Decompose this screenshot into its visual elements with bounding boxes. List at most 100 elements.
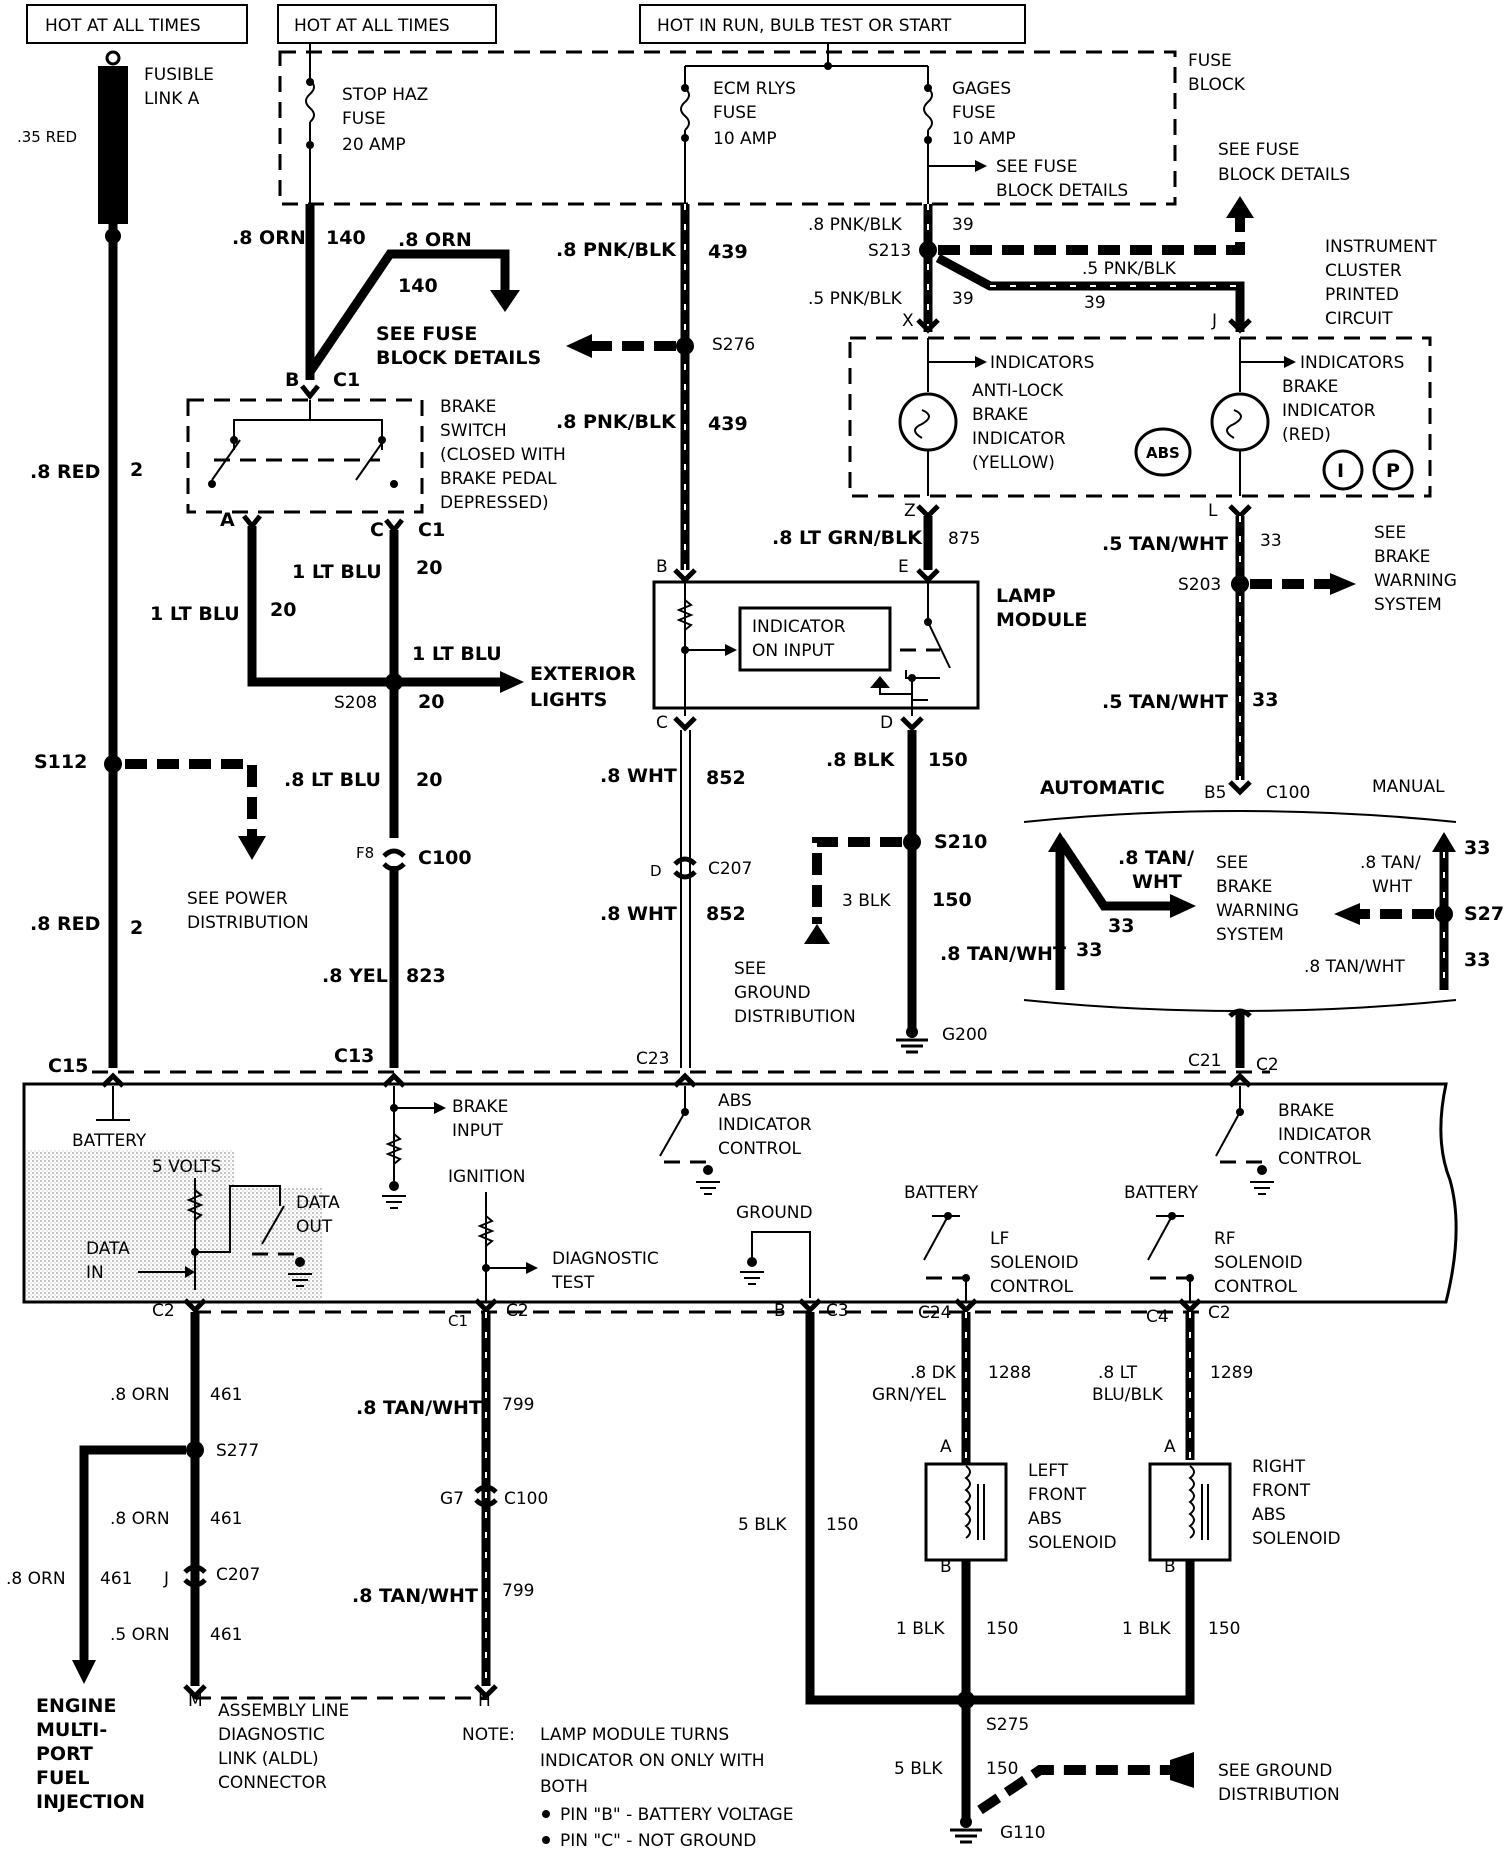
wire-150a-color: .8 BLK [826, 749, 896, 771]
conn-sb1: B [940, 1557, 952, 1577]
rsol-label-1: RIGHT [1252, 1457, 1306, 1477]
see-fuse-left-2: BLOCK DETAILS [376, 347, 541, 369]
ebcm-bic-label-3: CONTROL [1278, 1149, 1362, 1169]
conn-lamp-e: E [898, 557, 909, 577]
ebcm-ground-icon-1 [288, 1257, 312, 1287]
see-bws2-label-1: SEE [1216, 853, 1248, 873]
gages-fuse-icon [923, 87, 933, 131]
conn-c15: C15 [48, 1055, 88, 1077]
wire-852a-color: .8 WHT [600, 765, 677, 787]
brake-switch-internal-2 [310, 419, 383, 450]
ebcm-ground-icon-3 [696, 1165, 720, 1195]
ebcm-ground-icon-5 [1250, 1165, 1274, 1195]
wire-1288-color-2: GRN/YEL [872, 1385, 947, 1405]
note-bullet-1 [542, 1810, 550, 1818]
wire-1288-color-1: .8 DK [910, 1363, 957, 1383]
exterior-label-2: LIGHTS [530, 689, 607, 711]
splice-s210-label: S210 [934, 831, 987, 853]
see-ground1-label-3: DISTRIBUTION [734, 1007, 856, 1027]
brake-ind-label-3: (RED) [1282, 425, 1331, 445]
wire-39b-num: 39 [952, 289, 974, 309]
ebcm-lf-switch [923, 1215, 949, 1261]
gages-label-1: GAGES [952, 79, 1011, 99]
abs-bulb-icon [898, 392, 958, 452]
ground-g200-label: G200 [942, 1025, 988, 1045]
wire-20d-num: 20 [416, 769, 442, 791]
connector-c1-top [300, 384, 320, 401]
brake-ind-label-2: INDICATOR [1282, 401, 1376, 421]
ebcm-din-label-1: DATA [86, 1239, 130, 1259]
wire-461c-color: .8 ORN [6, 1569, 66, 1589]
wire-461b-color: .8 ORN [110, 1509, 170, 1529]
connector-c207-d [673, 856, 697, 880]
conn-lamp-c: C [656, 713, 668, 733]
engine-label-4: FUEL [36, 1767, 90, 1789]
note-line-3: BOTH [540, 1777, 588, 1797]
conn-x: X [902, 311, 914, 331]
aldl-label-2: DIAGNOSTIC [218, 1725, 325, 1745]
ebcm-dout-label-1: DATA [296, 1193, 340, 1213]
aldl-label-3: LINK (ALDL) [218, 1749, 319, 1769]
hot-box-3 [639, 4, 1026, 44]
wire-red2a-num: 2 [130, 459, 143, 481]
wire-red2b-num: 2 [130, 917, 143, 939]
conn-bb: B [774, 1301, 786, 1321]
abs-ind-label-2: BRAKE [972, 405, 1028, 425]
engine-label-3: PORT [36, 1743, 93, 1765]
left-front-abs-solenoid [924, 1462, 1008, 1562]
trans-manual-label: MANUAL [1372, 777, 1445, 797]
ebcm-rf-label-3: CONTROL [1214, 1277, 1298, 1297]
arrow-right-icon [500, 671, 524, 693]
s210-branch [812, 837, 902, 924]
hot-label-3: HOT IN RUN, BULB TEST OR START [657, 16, 952, 36]
ebcm-absc-label-3: CONTROL [718, 1139, 802, 1159]
ebcm-dout-label-2: OUT [296, 1217, 333, 1237]
wire-439a-color: .8 PNK/BLK [556, 239, 677, 261]
wire-33e-num: 33 [1464, 837, 1490, 859]
wire-823-num: 823 [406, 965, 446, 987]
fuse-see-2: BLOCK DETAILS [996, 181, 1128, 201]
see-bws2-label-3: WARNING [1216, 901, 1299, 921]
conn-c2c: C2 [506, 1301, 529, 1321]
conn-c4: C4 [1146, 1307, 1169, 1327]
conn-g7: G7 [440, 1489, 464, 1509]
see-power-label-2: DISTRIBUTION [187, 913, 309, 933]
fusible-link-a [98, 66, 128, 224]
lamp-feedback [879, 678, 913, 695]
wire-852a-num: 852 [706, 767, 746, 789]
ebcm-ground-icon-2 [382, 1181, 406, 1209]
conn-j: J [1211, 311, 1217, 331]
arrow-right-icon [975, 160, 987, 172]
wire-150e-num: 150 [1208, 1619, 1240, 1639]
brake-switch-label-1: BRAKE [440, 397, 496, 417]
splice-s213 [919, 241, 937, 259]
arrow-left-icon [566, 334, 592, 358]
lamp-module-label-2: MODULE [996, 609, 1087, 631]
wire-875-num: 875 [948, 529, 980, 549]
see-bws1-label-3: WARNING [1374, 571, 1457, 591]
ebcm-ground-icon-4 [740, 1257, 764, 1285]
ebcm-ground-path [751, 1231, 811, 1298]
ground-g110-label: G110 [1000, 1823, 1046, 1843]
wire-33c-num: 33 [1076, 939, 1102, 961]
see-fuse-left-1: SEE FUSE [376, 323, 477, 345]
left-solenoid-coil-icon [964, 1465, 971, 1539]
ebcm-bic-label-2: INDICATOR [1278, 1125, 1372, 1145]
engine-label-5: INJECTION [36, 1791, 145, 1813]
abs-ind-label-1: ANTI-LOCK [972, 381, 1064, 401]
wire-39c-color: .5 PNK/BLK [1082, 259, 1177, 279]
trans-bracket-top [1023, 810, 1457, 823]
fuse-see-1: SEE FUSE [996, 157, 1077, 177]
abs-symbol-icon [1134, 427, 1192, 477]
conn-c23: C23 [636, 1049, 670, 1069]
connector-c207-j [183, 1564, 207, 1588]
aldl-label-1: ASSEMBLY LINE [218, 1701, 349, 1721]
splice-s203-label: S203 [1178, 575, 1221, 595]
ebcm-diag-label-1: DIAGNOSTIC [552, 1249, 659, 1269]
conn-c207b: C207 [216, 1565, 260, 1585]
ebcm-brake-input-resistor-icon [385, 1133, 403, 1165]
wire-20a-num: 20 [270, 599, 296, 621]
wire-1289-color-1: .8 LT [1098, 1363, 1138, 1383]
wire-1288-num: 1288 [988, 1363, 1031, 1383]
